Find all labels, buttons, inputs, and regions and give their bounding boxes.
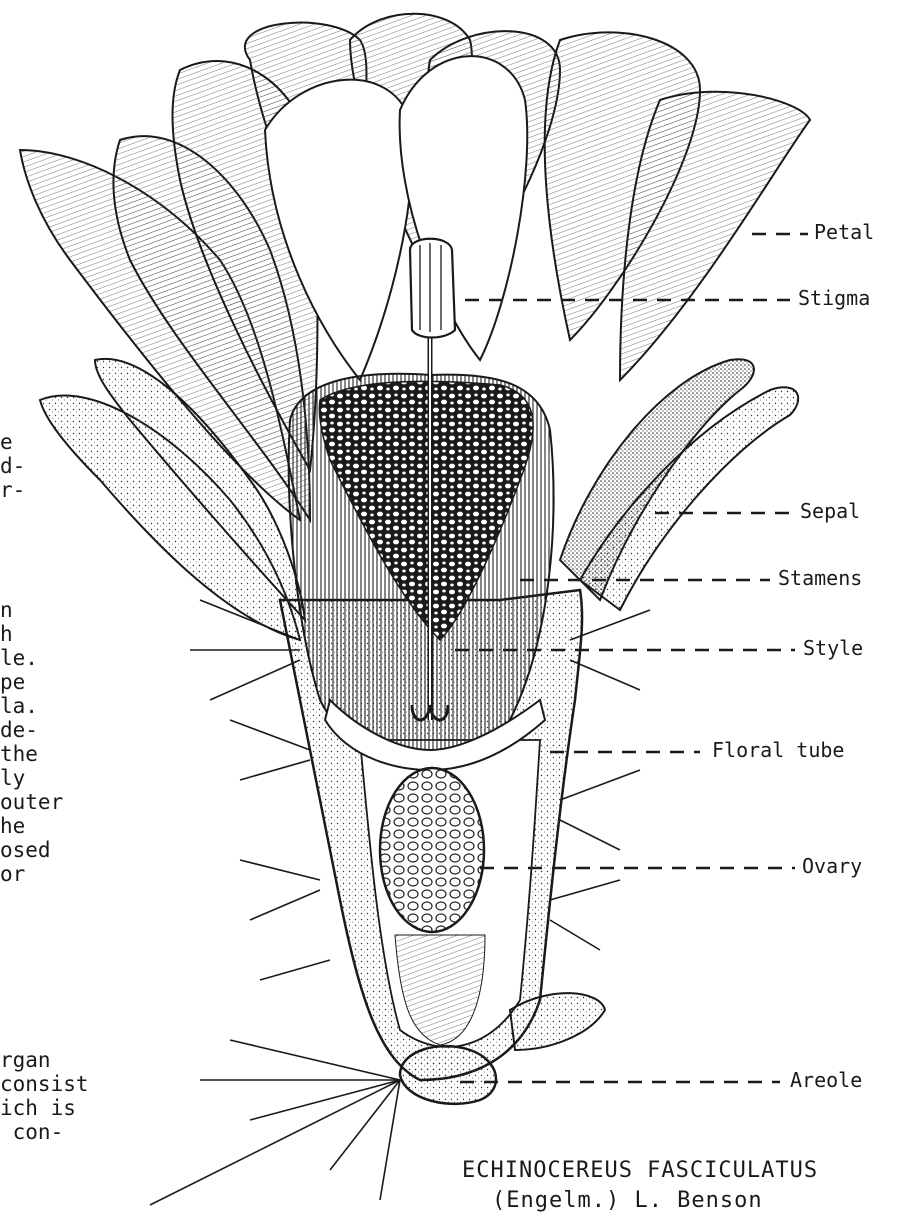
label-stigma: Stigma	[798, 286, 870, 310]
label-areole: Areole	[790, 1068, 862, 1092]
label-floral-tube: Floral tube	[712, 738, 844, 762]
label-sepal: Sepal	[800, 499, 860, 523]
caption-author: (Engelm.) L. Benson	[492, 1188, 763, 1213]
label-petal: Petal	[814, 220, 874, 244]
caption-species-name: ECHINOCEREUS FASCICULATUS	[462, 1158, 818, 1183]
label-ovary: Ovary	[802, 854, 862, 878]
label-style: Style	[803, 636, 863, 660]
areole	[400, 1046, 496, 1104]
label-stamens: Stamens	[778, 566, 862, 590]
